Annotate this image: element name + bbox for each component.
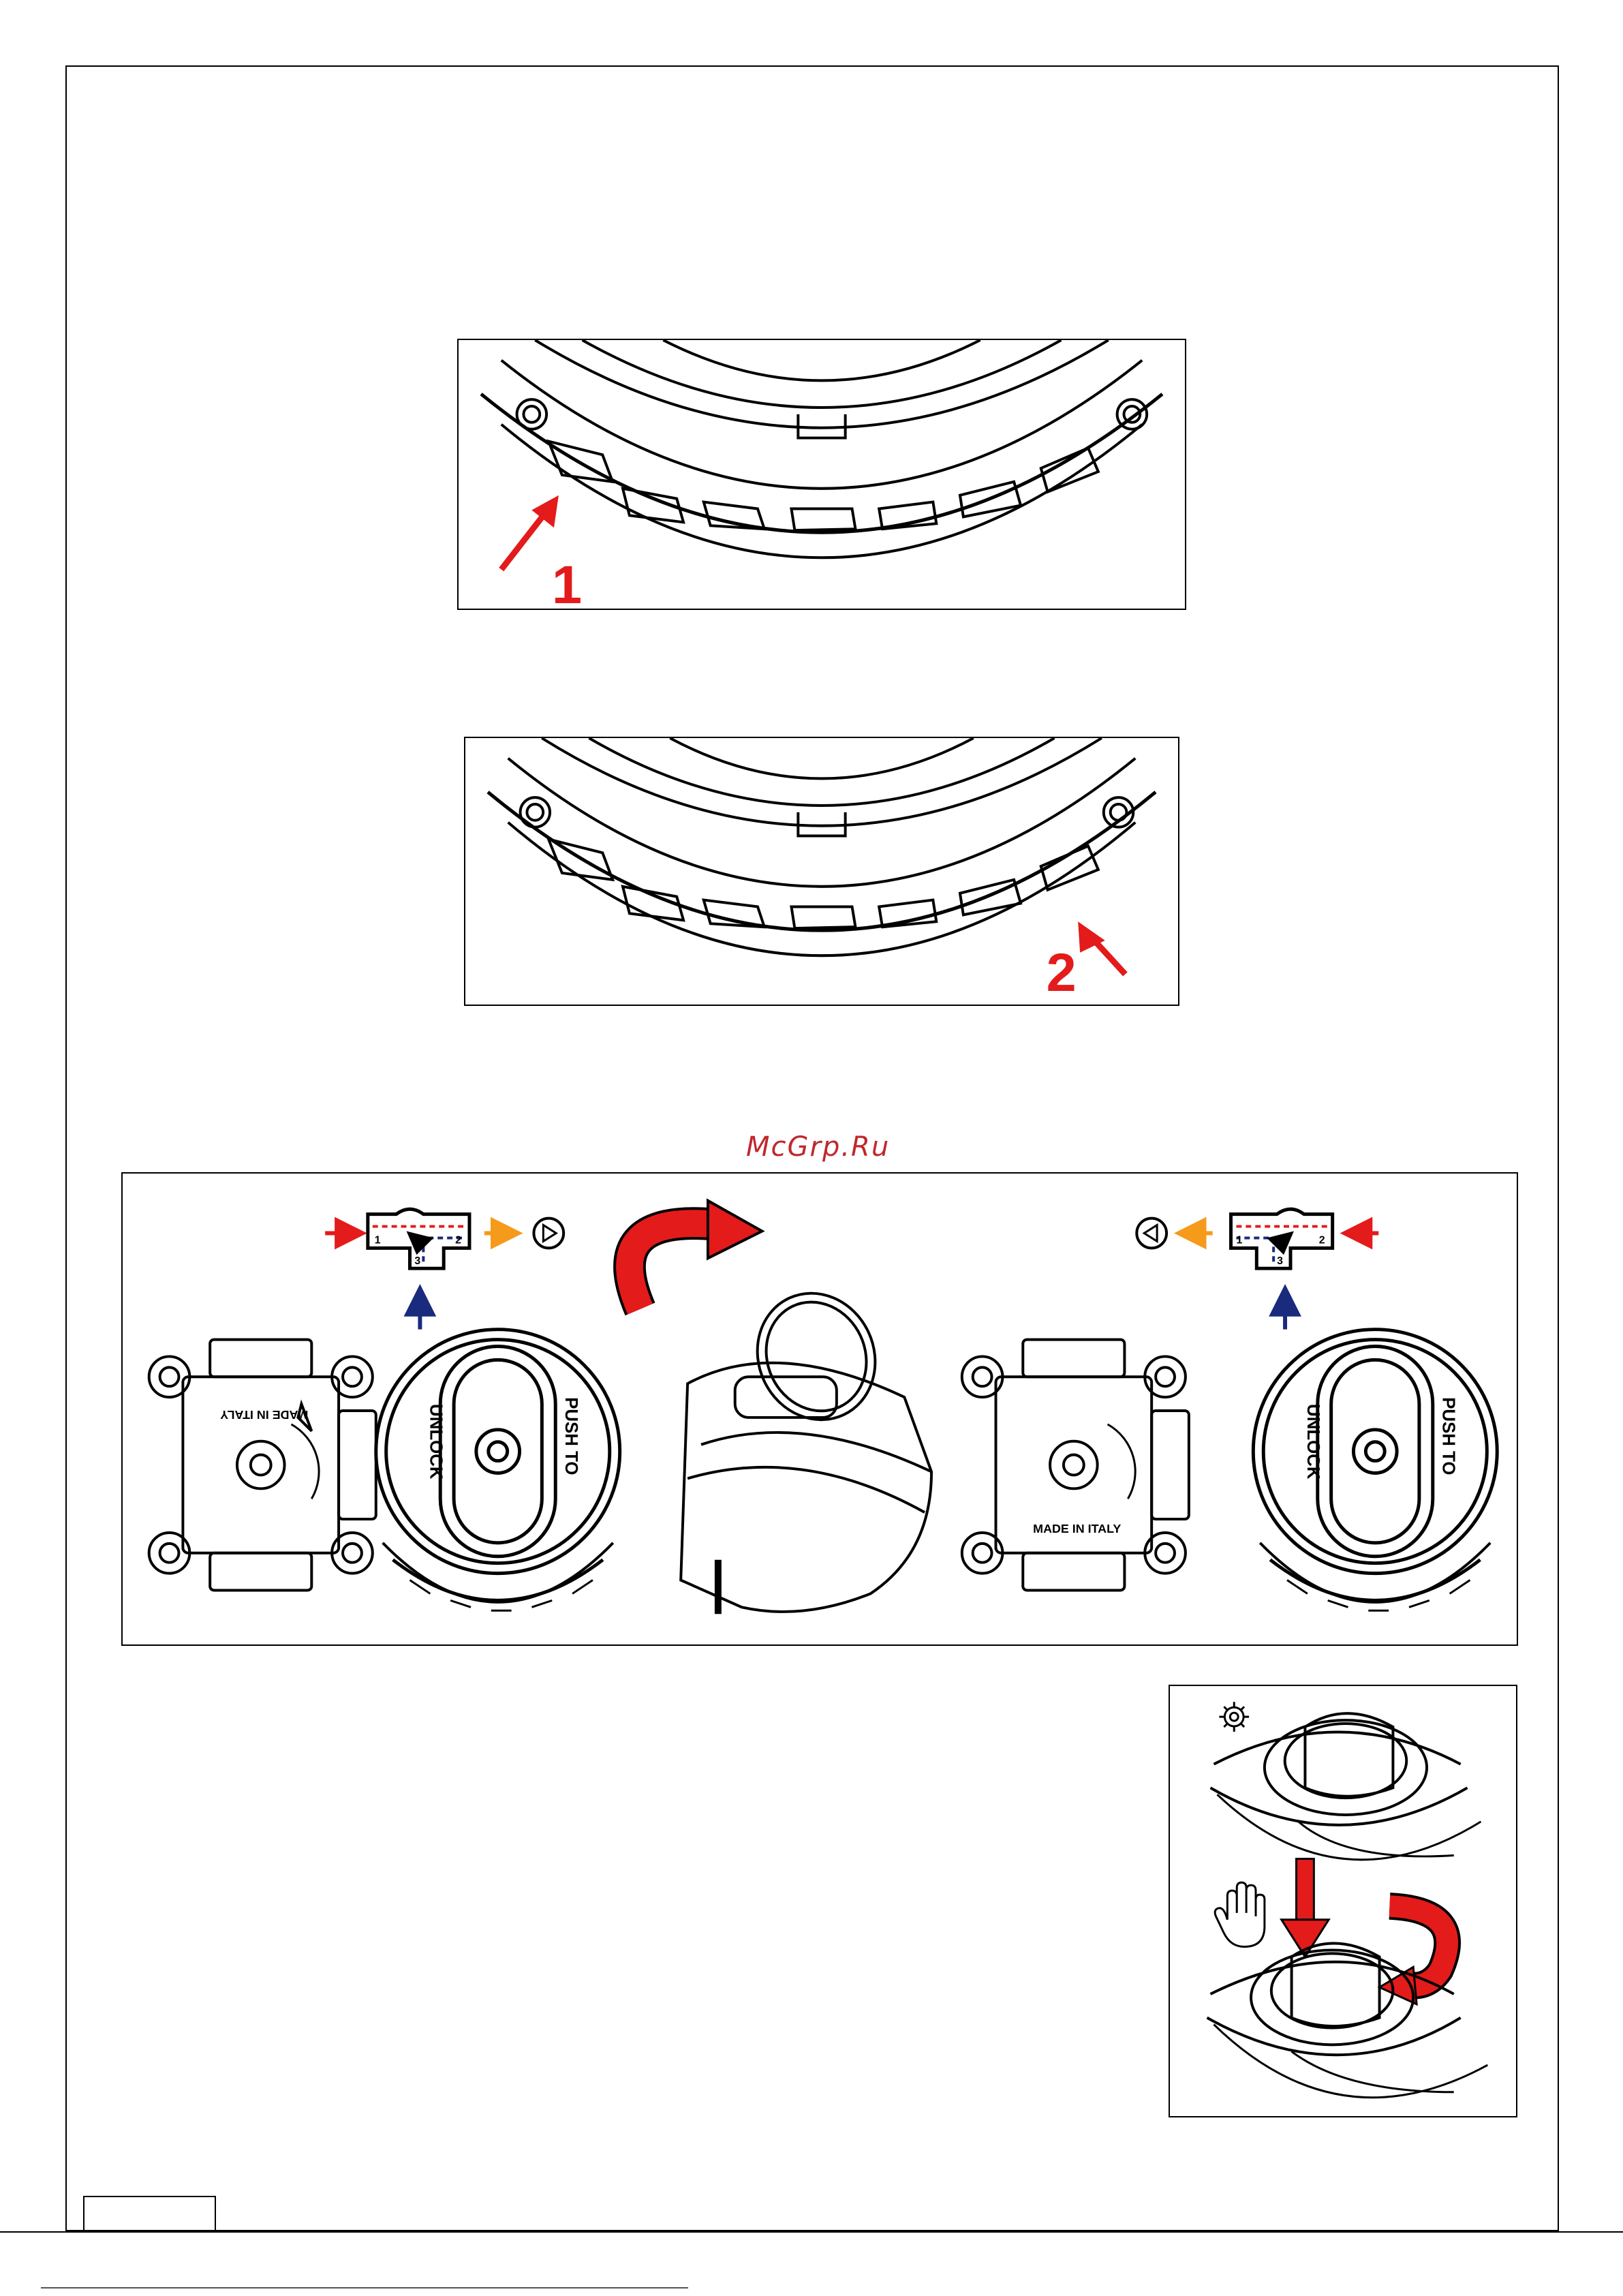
footer-rule-lower [41,2287,688,2289]
right-port-1: 1 [1236,1234,1242,1246]
left-actuator-label-a: UNLOCK [426,1404,445,1480]
figure-bracket-arrow-2: 2 [464,737,1179,1006]
right-valve-body [962,1340,1189,1591]
left-valve-body [149,1340,376,1591]
actuator-housing [681,1274,931,1614]
right-actuator-label-a: UNLOCK [1303,1404,1323,1480]
left-port-1: 1 [375,1234,381,1246]
right-actuator-label-b: PUSH TO [1439,1397,1458,1475]
rotate-arrow-icon [630,1223,715,1309]
valve-orientation-drawing: 1 2 3 MADE IN ITALY [123,1174,1517,1644]
down-arrow-icon [1297,1858,1314,1923]
left-actuator-label-b: PUSH TO [561,1397,581,1475]
lock-steps-drawing [1170,1686,1516,2116]
right-flow-schematic: 1 2 3 [1137,1209,1378,1329]
right-port-2: 2 [1319,1234,1325,1246]
footer-tab [83,2196,216,2231]
watermark: McGrp.Ru [746,1131,890,1163]
play-right-icon [534,1219,563,1249]
bracket-drawing-1: 1 [459,340,1185,609]
left-port-3: 3 [414,1255,420,1267]
bracket-drawing-2: 2 [465,738,1178,1005]
left-port-2: 2 [455,1234,461,1246]
figure-lock-steps [1169,1685,1517,2117]
left-flow-schematic: 1 2 3 [325,1209,563,1329]
right-valve-made-label: MADE IN ITALY [1033,1522,1121,1535]
marker-1: 1 [552,554,582,609]
left-valve-made-label: MADE IN ITALY [220,1408,308,1422]
gear-icon [1219,1702,1249,1732]
footer-rule [0,2231,1623,2233]
figure-bracket-arrow-1: 1 [457,339,1186,610]
play-left-icon [1137,1219,1166,1249]
figure-valve-orientation: 1 2 3 MADE IN ITALY [121,1172,1518,1646]
right-actuator [1253,1330,1497,1611]
left-actuator [376,1330,620,1611]
marker-2: 2 [1047,942,1077,1002]
hand-icon [1215,1882,1265,1946]
right-port-3: 3 [1277,1255,1283,1267]
